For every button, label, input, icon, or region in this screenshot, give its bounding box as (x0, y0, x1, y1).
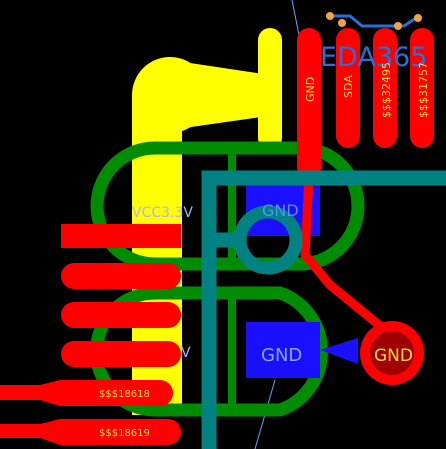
pad-gnd-top (297, 28, 321, 180)
left-pad-2 (61, 263, 181, 289)
watermark-dot-icon (338, 19, 346, 27)
pad-net2 (410, 28, 434, 148)
gnd-label-lower: GND (261, 345, 302, 366)
pad-label-sda: SDA (342, 75, 355, 98)
trace-net-a (0, 380, 173, 406)
teal-track-group (201, 170, 446, 449)
pad-label-net2: $$$31757 (417, 62, 430, 118)
top-pad-row (297, 28, 434, 180)
left-trace-group (0, 380, 181, 445)
gnd-via-inner (370, 331, 414, 375)
watermark-dot-icon (394, 22, 402, 30)
via-gnd-label: GND (374, 346, 413, 366)
left-pad-group (61, 224, 181, 367)
watermark-trace-icon (326, 14, 417, 28)
pad-label-gnd: GND (304, 77, 317, 102)
eda365-watermark: EDA365 (320, 12, 427, 73)
watermark-text: EDA365 (320, 42, 427, 73)
watermark-dot-icon (414, 14, 422, 22)
trace-net-b (0, 419, 181, 445)
watermark-dot-icon (326, 12, 334, 20)
vcc-net-label-partial: V (181, 345, 191, 361)
left-pad-3 (61, 302, 181, 328)
left-pad-4 (61, 341, 181, 367)
trace-label-net-b: $$$18619 (99, 428, 150, 439)
teal-track-main (201, 170, 446, 449)
pad-net1 (373, 28, 397, 148)
pad-label-net1: $$$32495 (380, 62, 393, 118)
gnd-label-upper: GND (262, 201, 299, 220)
red-trace-gnd[interactable] (300, 174, 388, 334)
pad-sda (336, 28, 360, 148)
gnd-pad-lower[interactable] (246, 322, 320, 378)
ratsnest-line (291, 0, 301, 41)
trace-label-net-a: $$$18618 (99, 389, 150, 400)
vcc-net-label: VCC3.3V (132, 205, 193, 221)
left-pad-square (61, 224, 181, 248)
teal-via-ring (233, 205, 303, 275)
teardrop-lower (320, 338, 358, 364)
